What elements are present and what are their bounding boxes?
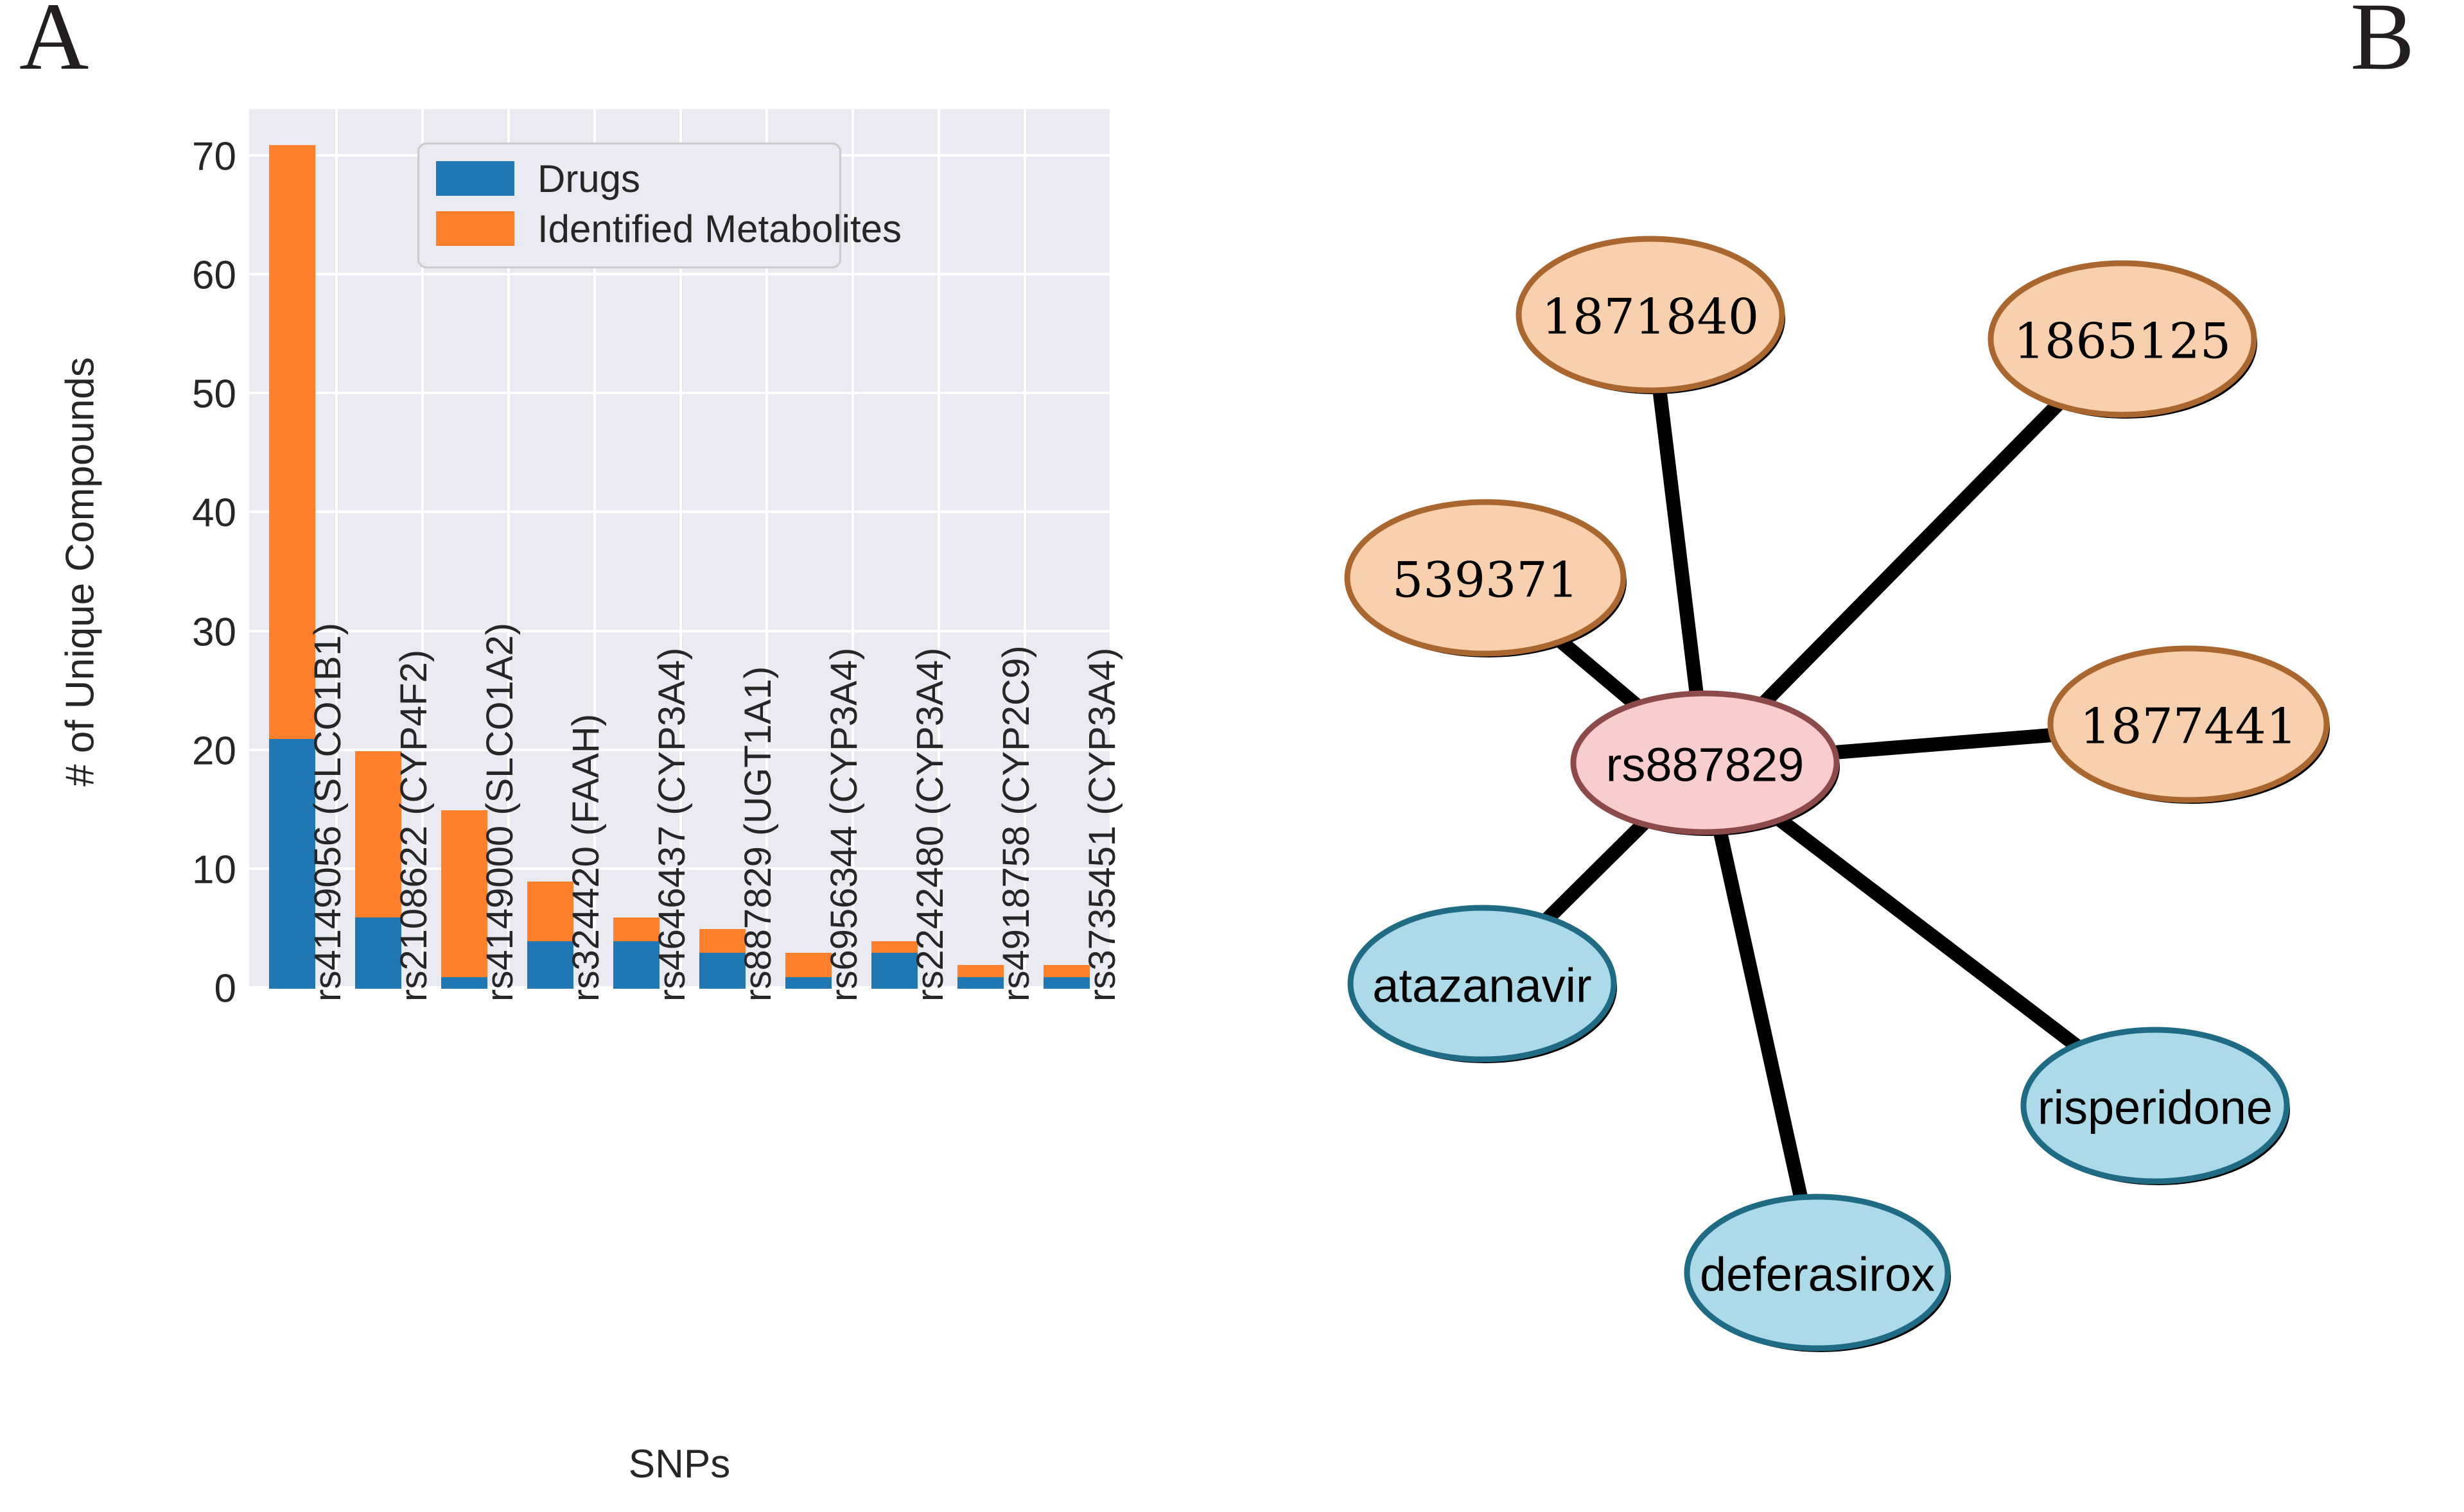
x-axis-tick-label: rs3735451 (CYP3A4) xyxy=(1081,647,1123,1002)
bar-column[interactable] xyxy=(785,109,832,989)
bar-segment-drugs xyxy=(957,977,1004,989)
node-label: 1871840 xyxy=(1542,288,1759,345)
legend-label: Identified Metabolites xyxy=(537,207,902,250)
node-ellipse xyxy=(1988,260,2257,418)
bar-segment-drugs xyxy=(355,917,401,989)
y-axis-tick-label: 70 xyxy=(192,134,236,179)
panel-b-network-graph: B 1871840 1865125 539371 1877441 atazanavir d… xyxy=(1175,0,2464,1512)
y-axis-tick-label: 40 xyxy=(192,491,236,535)
bar-segment-metabolites xyxy=(1044,965,1090,977)
bar-segment-drugs xyxy=(1044,977,1090,989)
node-label: 1865125 xyxy=(2014,313,2231,370)
y-axis-title: # of Unique Compounds xyxy=(58,357,103,786)
legend-color-swatch xyxy=(436,211,514,246)
network-node[interactable]: atazanavir xyxy=(1347,905,1617,1063)
network-node[interactable]: risperidone xyxy=(2020,1027,2290,1185)
node-ellipse xyxy=(1516,236,1785,394)
network-node[interactable]: 1877441 xyxy=(2047,645,2330,804)
x-axis-tick-label: rs4646437 (CYP3A4) xyxy=(651,647,693,1002)
bar-column[interactable] xyxy=(527,109,573,989)
bar-segment-metabolites xyxy=(871,941,918,953)
node-label: 1877441 xyxy=(2080,698,2297,755)
bar-segment-metabolites xyxy=(527,882,573,941)
bar-segment-metabolites xyxy=(785,953,832,977)
gridline-vertical xyxy=(507,109,510,989)
x-axis-tick-label: rs2242480 (CYP3A4) xyxy=(909,647,951,1002)
bar-segment-metabolites xyxy=(957,965,1004,977)
network-nodes: 1871840 1865125 539371 1877441 atazanavir def… xyxy=(1344,236,2330,1352)
y-axis-tick-label: 60 xyxy=(192,253,236,298)
network-edge xyxy=(1700,334,2128,768)
y-axis-tick-label: 30 xyxy=(192,610,236,655)
network-svg: 1871840 1865125 539371 1877441 atazanavir def… xyxy=(1344,236,2330,1352)
x-axis-tick-label: rs2108622 (CYP4F2) xyxy=(393,649,435,1002)
network-node[interactable]: 539371 xyxy=(1344,499,1627,657)
node-ellipse xyxy=(2020,1027,2290,1185)
node-ellipse xyxy=(1347,905,1617,1063)
node-ellipse xyxy=(2047,645,2330,803)
gridline-vertical xyxy=(1024,109,1026,989)
node-ellipse xyxy=(1344,499,1627,657)
node-ellipse xyxy=(1684,1194,1951,1351)
legend-item[interactable]: Drugs xyxy=(436,157,823,200)
bar-segment-drugs xyxy=(699,953,746,989)
node-label: risperidone xyxy=(2038,1081,2273,1134)
bar-column[interactable] xyxy=(1044,109,1090,989)
node-label: atazanavir xyxy=(1372,959,1591,1012)
gridline-vertical xyxy=(593,109,596,989)
panel-a-label: A xyxy=(19,0,89,90)
bar-column[interactable] xyxy=(613,109,660,989)
y-axis-tick-label: 20 xyxy=(192,729,236,774)
bar-segment-drugs xyxy=(613,941,660,989)
y-axis-tick-label: 0 xyxy=(214,966,236,1011)
bar-column[interactable] xyxy=(355,109,401,989)
bar-segment-drugs xyxy=(785,977,832,989)
x-axis-tick-label: rs4918758 (CYP2C9) xyxy=(995,645,1037,1002)
bar-column[interactable] xyxy=(871,109,918,989)
legend-label: Drugs xyxy=(537,157,641,200)
gridline-vertical xyxy=(765,109,768,989)
gridline-vertical xyxy=(852,109,854,989)
legend-item[interactable]: Identified Metabolites xyxy=(436,207,902,250)
network-node[interactable]: 1865125 xyxy=(1988,260,2257,419)
network-node[interactable]: rs887829 xyxy=(1570,690,1840,836)
bar-segment-drugs xyxy=(527,941,573,989)
x-axis-tick-label: rs887829 (UGT1A1) xyxy=(737,666,779,1002)
bar-segment-drugs xyxy=(871,953,918,989)
node-ellipse xyxy=(1570,690,1840,835)
x-axis-tick-label: rs6956344 (CYP3A4) xyxy=(823,647,865,1002)
bar-segment-drugs xyxy=(269,739,315,989)
gridline-vertical xyxy=(421,109,424,989)
bar-column[interactable] xyxy=(957,109,1004,989)
legend-color-swatch xyxy=(436,161,514,196)
bar-segment-metabolites xyxy=(613,917,660,941)
x-axis-tick-label: rs4149056 (SLCO1B1) xyxy=(307,623,349,1002)
bar-segment-metabolites xyxy=(355,751,401,917)
node-label: deferasirox xyxy=(1700,1248,1935,1301)
node-label: 539371 xyxy=(1392,552,1578,609)
network-node[interactable]: 1871840 xyxy=(1516,236,1785,394)
node-label: rs887829 xyxy=(1606,738,1804,792)
bar-segment-drugs xyxy=(441,977,487,989)
x-axis-title: SNPs xyxy=(628,1442,731,1486)
gridline-vertical xyxy=(679,109,682,989)
bar-segment-metabolites xyxy=(441,810,487,977)
y-axis-tick-label: 10 xyxy=(192,847,236,892)
network-edge xyxy=(1698,761,1824,1274)
bar-column[interactable] xyxy=(699,109,746,989)
x-axis-tick-label: rs4149000 (SLCO1A2) xyxy=(479,623,521,1002)
bar-column[interactable] xyxy=(269,109,315,989)
bar-column[interactable] xyxy=(441,109,487,989)
network-node[interactable]: deferasirox xyxy=(1684,1194,1951,1352)
bar-series-group xyxy=(249,109,1110,989)
y-axis-tick-label: 50 xyxy=(192,372,236,417)
panel-b-label: B xyxy=(2350,0,2415,90)
gridline-vertical xyxy=(335,109,338,989)
bar-segment-metabolites xyxy=(699,929,746,953)
x-axis-tick-label: rs324420 (FAAH) xyxy=(565,713,607,1002)
gridline-vertical xyxy=(938,109,940,989)
bar-segment-metabolites xyxy=(269,144,315,740)
